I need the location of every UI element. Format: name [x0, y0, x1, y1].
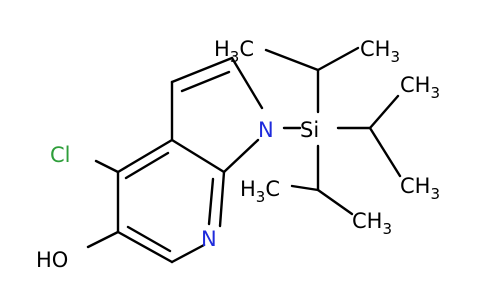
- bond-c5-c6-inner: [126, 225, 172, 253]
- silicon-label: Si: [300, 118, 319, 142]
- methyl-ch: CH: [360, 37, 390, 61]
- methyl-ch: CH: [400, 174, 430, 198]
- bond-c7a-c3a: [170, 138, 226, 174]
- methyl-ch: CH: [352, 209, 382, 233]
- pyrrole-nitrogen-label: N: [258, 118, 274, 142]
- methyl-h: H: [214, 37, 230, 61]
- bond-n7-c7a-inner: [207, 177, 215, 226]
- bond-ch-right-up: [368, 94, 400, 130]
- methyl-ch: CH: [400, 73, 430, 97]
- methyl-bottom-right-label: CH3: [352, 209, 392, 238]
- bonds: [86, 46, 402, 264]
- methyl-subscript: 3: [382, 220, 392, 238]
- bond-c3-c2: [170, 56, 234, 84]
- atom-labels: Cl HO N N Si H3C CH3 CH3 CH3 H3C CH3: [36, 37, 440, 272]
- methyl-right-upper-label: CH3: [400, 73, 440, 102]
- methyl-top-left-label: H3C: [214, 37, 254, 66]
- methyl-right-lower-label: CH3: [400, 174, 440, 203]
- methyl-h: H: [240, 177, 256, 201]
- pyridine-nitrogen-label: N: [201, 227, 217, 251]
- methyl-subscript: 3: [256, 188, 266, 206]
- bond-ch-up-right: [316, 46, 360, 72]
- methyl-subscript: 3: [430, 84, 440, 102]
- bond-c3a-c4: [116, 138, 174, 174]
- bond-c4-cl: [94, 159, 120, 174]
- methyl-subscript: 3: [390, 48, 400, 66]
- bond-n1-c7a: [222, 138, 260, 174]
- methyl-c: C: [239, 37, 254, 61]
- methyl-subscript: 3: [230, 48, 240, 66]
- bond-c3a-c4-inner: [124, 151, 170, 180]
- chlorine-label: Cl: [50, 143, 71, 167]
- bond-c3-c2-inner: [180, 70, 231, 93]
- methyl-c: C: [265, 177, 280, 201]
- methyl-subscript: 3: [430, 185, 440, 203]
- bond-ch-down-left: [290, 184, 320, 192]
- bond-c5-c6: [116, 230, 174, 264]
- bond-n7-c7a: [218, 170, 226, 228]
- hydroxyl-label: HO: [36, 248, 68, 272]
- bond-ch-right-down: [368, 126, 402, 178]
- bond-c5-o: [86, 230, 120, 249]
- bond-c2-n1: [230, 56, 264, 110]
- methyl-top-right-label: CH3: [360, 37, 400, 66]
- methyl-bottom-left-label: H3C: [240, 177, 280, 206]
- bond-ch-up-left: [264, 48, 320, 72]
- bond-c6-n7: [170, 243, 206, 264]
- bond-ch-down-right: [316, 188, 354, 216]
